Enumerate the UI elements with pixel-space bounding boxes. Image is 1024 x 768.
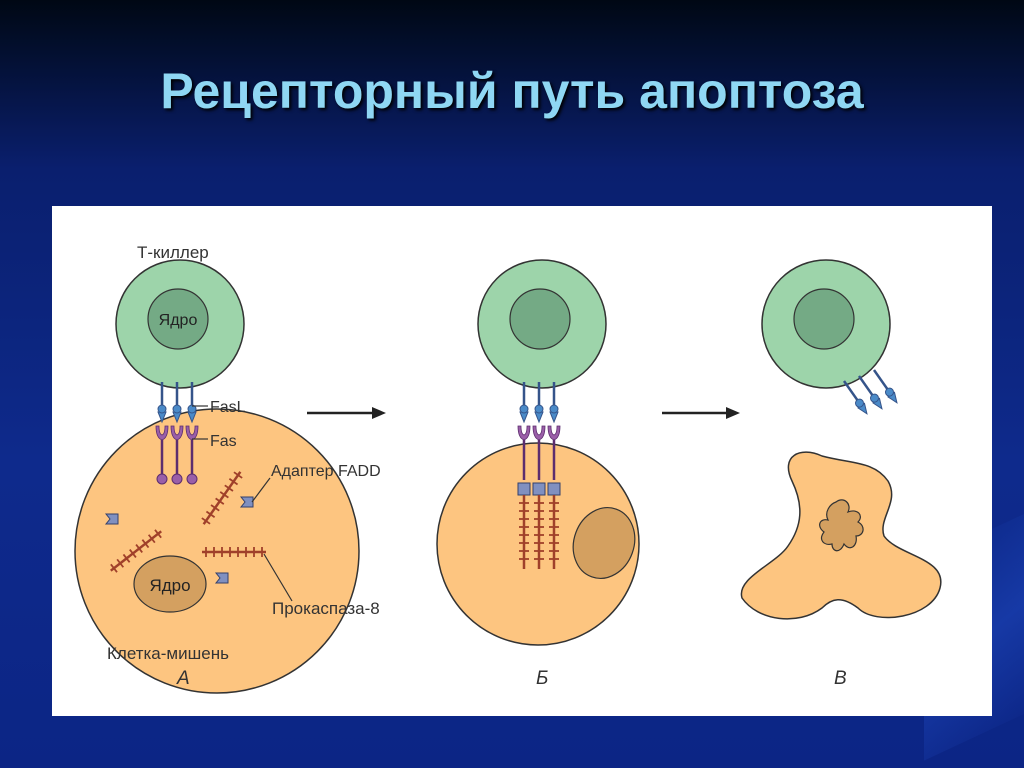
target-nucleus-b [572, 507, 636, 579]
disc-complex [517, 482, 561, 571]
panel-b-label: Б [536, 668, 548, 689]
t-killer-nucleus [147, 288, 209, 350]
apoptosis-diagram: Т-киллер Ядро Ядро FasL Fas [74, 243, 942, 694]
panel-b: Б [436, 259, 640, 689]
target-cell-label: Клетка-мишень [107, 644, 229, 663]
apoptosis-figure: Т-киллер Ядро Ядро FasL Fas [52, 206, 992, 716]
procaspase-label: Прокаспаза-8 [272, 599, 380, 618]
target-nucleus-label: Ядро [149, 576, 190, 595]
fasl-label: FasL [210, 399, 246, 416]
panel-c: В [740, 259, 942, 689]
arrow-a-to-b [307, 407, 386, 419]
fas-receptors [154, 424, 200, 485]
target-nucleus [133, 555, 207, 613]
t-killer-nucleus-label: Ядро [159, 312, 198, 329]
fas-label: Fas [210, 433, 237, 450]
arrow-b-to-c [662, 407, 740, 419]
fragmented-nucleus [819, 499, 864, 552]
t-killer-label: Т-киллер [137, 243, 209, 262]
panel-a-label: А [176, 668, 190, 689]
panel-c-label: В [834, 668, 847, 689]
t-killer-nucleus-c [793, 288, 855, 350]
t-killer-nucleus-b [509, 288, 571, 350]
fasl-ligands [156, 380, 198, 424]
fadd-label: Адаптер FADD [271, 463, 381, 480]
panel-a: Т-киллер Ядро Ядро FasL Fas [74, 243, 381, 694]
fasl-ligands-b [518, 380, 560, 424]
slide-title: Рецепторный путь апоптоза [160, 63, 864, 119]
fas-receptors-b [516, 424, 562, 482]
